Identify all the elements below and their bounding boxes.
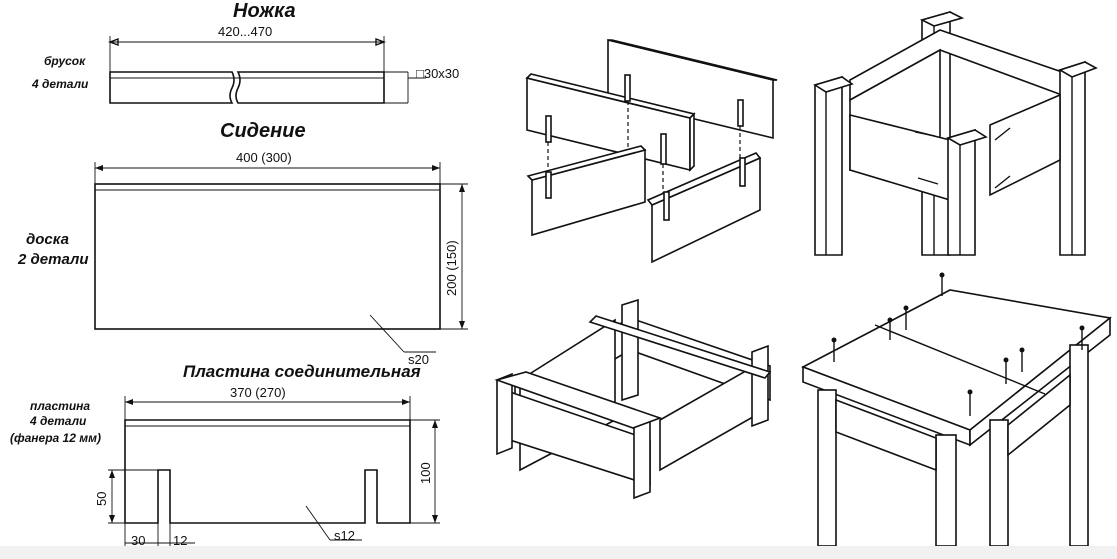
leg-part-count: 4 детали: [31, 77, 89, 91]
plate-part-label: пластина: [30, 399, 90, 413]
screw-icons: [914, 127, 1011, 189]
stool-leg-left: [817, 389, 837, 547]
seat-width-value: 400 (300): [236, 150, 292, 165]
plate-front-upper-side: [689, 112, 695, 172]
frame-post-right: [751, 344, 769, 428]
left-leg-top: [813, 76, 854, 93]
front-leg-top: [945, 129, 988, 146]
leg-length-value: 420...470: [218, 24, 272, 39]
slot-3: [624, 74, 631, 102]
leg-bar-left: [109, 71, 235, 104]
slot-6: [663, 191, 670, 221]
leg-section: Ножка брусок 4 детали 420...470 □30x30: [31, 0, 459, 104]
leg-bar-right: [235, 71, 385, 104]
right-side-plate: [989, 93, 1061, 197]
slot-2: [660, 133, 667, 165]
plate-thickness-leader: [305, 505, 331, 541]
slot-7: [739, 157, 746, 187]
seat-part-label: доска: [26, 231, 69, 248]
exploded-plates-illustration: [525, 38, 778, 264]
nail-head-icon: [1003, 357, 1009, 363]
frame-post-front: [633, 418, 651, 500]
finished-stool-illustration: [801, 272, 1112, 547]
leg-part-label: брусок: [44, 54, 86, 68]
stool-leg-right: [1069, 344, 1089, 547]
leg-section-value: □30x30: [416, 66, 459, 81]
plate-lower-left-top: [526, 145, 647, 181]
screw-icon: [994, 127, 1011, 141]
frame-top-strip-back: [588, 315, 772, 379]
screw-icon: [917, 177, 939, 185]
slot-offset-value: 30: [131, 533, 145, 546]
plate-thickness-value: s12: [334, 528, 355, 543]
frame-top-strip-front: [494, 371, 663, 429]
slot-depth-value: 50: [94, 492, 109, 506]
frame-with-legs-illustration: [813, 10, 1098, 256]
nail-head-icon: [887, 317, 893, 323]
nail-head-icon: [1079, 325, 1085, 331]
bottom-bar: [0, 546, 1117, 559]
plate-section: Пластина соединительная пластина 4 детал…: [10, 362, 440, 548]
leg-dim-arrows: [108, 37, 386, 47]
seat-height-value: 200 (150): [444, 240, 459, 296]
plate-height-value: 100: [418, 462, 433, 484]
slot-5: [545, 171, 552, 199]
seat-section: Сидение 400 (300) доска 2 детали 200 (15…: [17, 120, 468, 367]
nail-head-icon: [939, 272, 945, 278]
seat-part-count: 2 детали: [17, 251, 88, 268]
seat-board-rect: [94, 183, 441, 330]
slot-width-value: 12: [173, 533, 187, 546]
nail-head-icon: [903, 305, 909, 311]
nail-head-icon: [1019, 347, 1025, 353]
left-leg: [814, 75, 843, 256]
slot-1: [545, 115, 552, 143]
plate-part-count: 4 детали: [29, 414, 87, 428]
right-leg-top: [1058, 61, 1098, 78]
drawing-canvas: Ножка брусок 4 детали 420...470 □30x30 С…: [10, 0, 1112, 548]
slot-4: [737, 99, 744, 127]
plate-title: Пластина соединительная: [183, 362, 421, 381]
nail-icons: [831, 272, 1085, 416]
back-leg-top: [919, 11, 965, 27]
screw-icon: [994, 175, 1011, 189]
nail-head-icon: [967, 389, 973, 395]
frame-post-back: [621, 298, 639, 402]
stool-apron-front: [835, 398, 937, 472]
assembled-frame-illustration: [494, 298, 772, 500]
seat-title: Сидение: [220, 120, 306, 142]
screw-icon: [914, 131, 936, 137]
plate-lower-right-top: [646, 152, 762, 206]
stool-leg-front: [935, 434, 957, 547]
stool-apron-side: [1007, 373, 1071, 457]
stool-leg-mid: [989, 419, 1009, 547]
seat-board-joint: [874, 324, 1046, 395]
plate-width-value: 370 (270): [230, 385, 286, 400]
plate-material: (фанера 12 мм): [10, 431, 101, 445]
seat-thickness-value: s20: [408, 352, 429, 367]
nail-head-icon: [831, 337, 837, 343]
plate-outline: [124, 419, 411, 524]
frame-post-left: [496, 372, 513, 456]
leg-title: Ножка: [233, 0, 296, 22]
front-leg: [947, 128, 976, 256]
seat-thickness-leader: [369, 314, 405, 353]
